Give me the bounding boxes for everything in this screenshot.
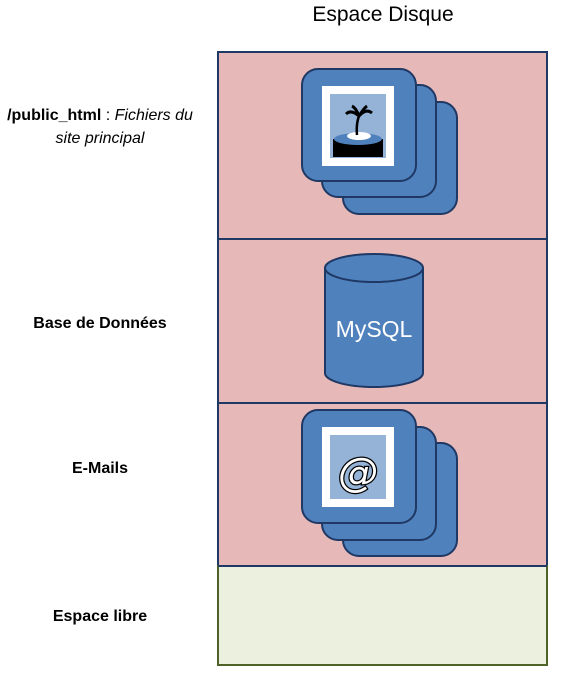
label-database: Base de Données	[33, 315, 167, 332]
label-public-html-separator: :	[101, 107, 115, 124]
diagram-title: Espace Disque	[312, 3, 454, 26]
image-file-stack-icon	[301, 68, 458, 215]
label-free-space: Espace libre	[52, 608, 148, 625]
mysql-database-icon: MySQL	[324, 253, 424, 388]
mysql-label: MySQL	[336, 316, 413, 342]
label-emails: E-Mails	[71, 460, 128, 477]
section-free-space	[217, 565, 548, 666]
label-public-html: /public_html : Fichiers du site principa…	[0, 104, 200, 150]
label-public-html-description: Fichiers du site principal	[55, 107, 193, 147]
at-sign-icon: @	[338, 450, 378, 496]
label-public-html-name: /public_html	[7, 107, 102, 124]
email-stack-icon: @	[301, 409, 458, 557]
